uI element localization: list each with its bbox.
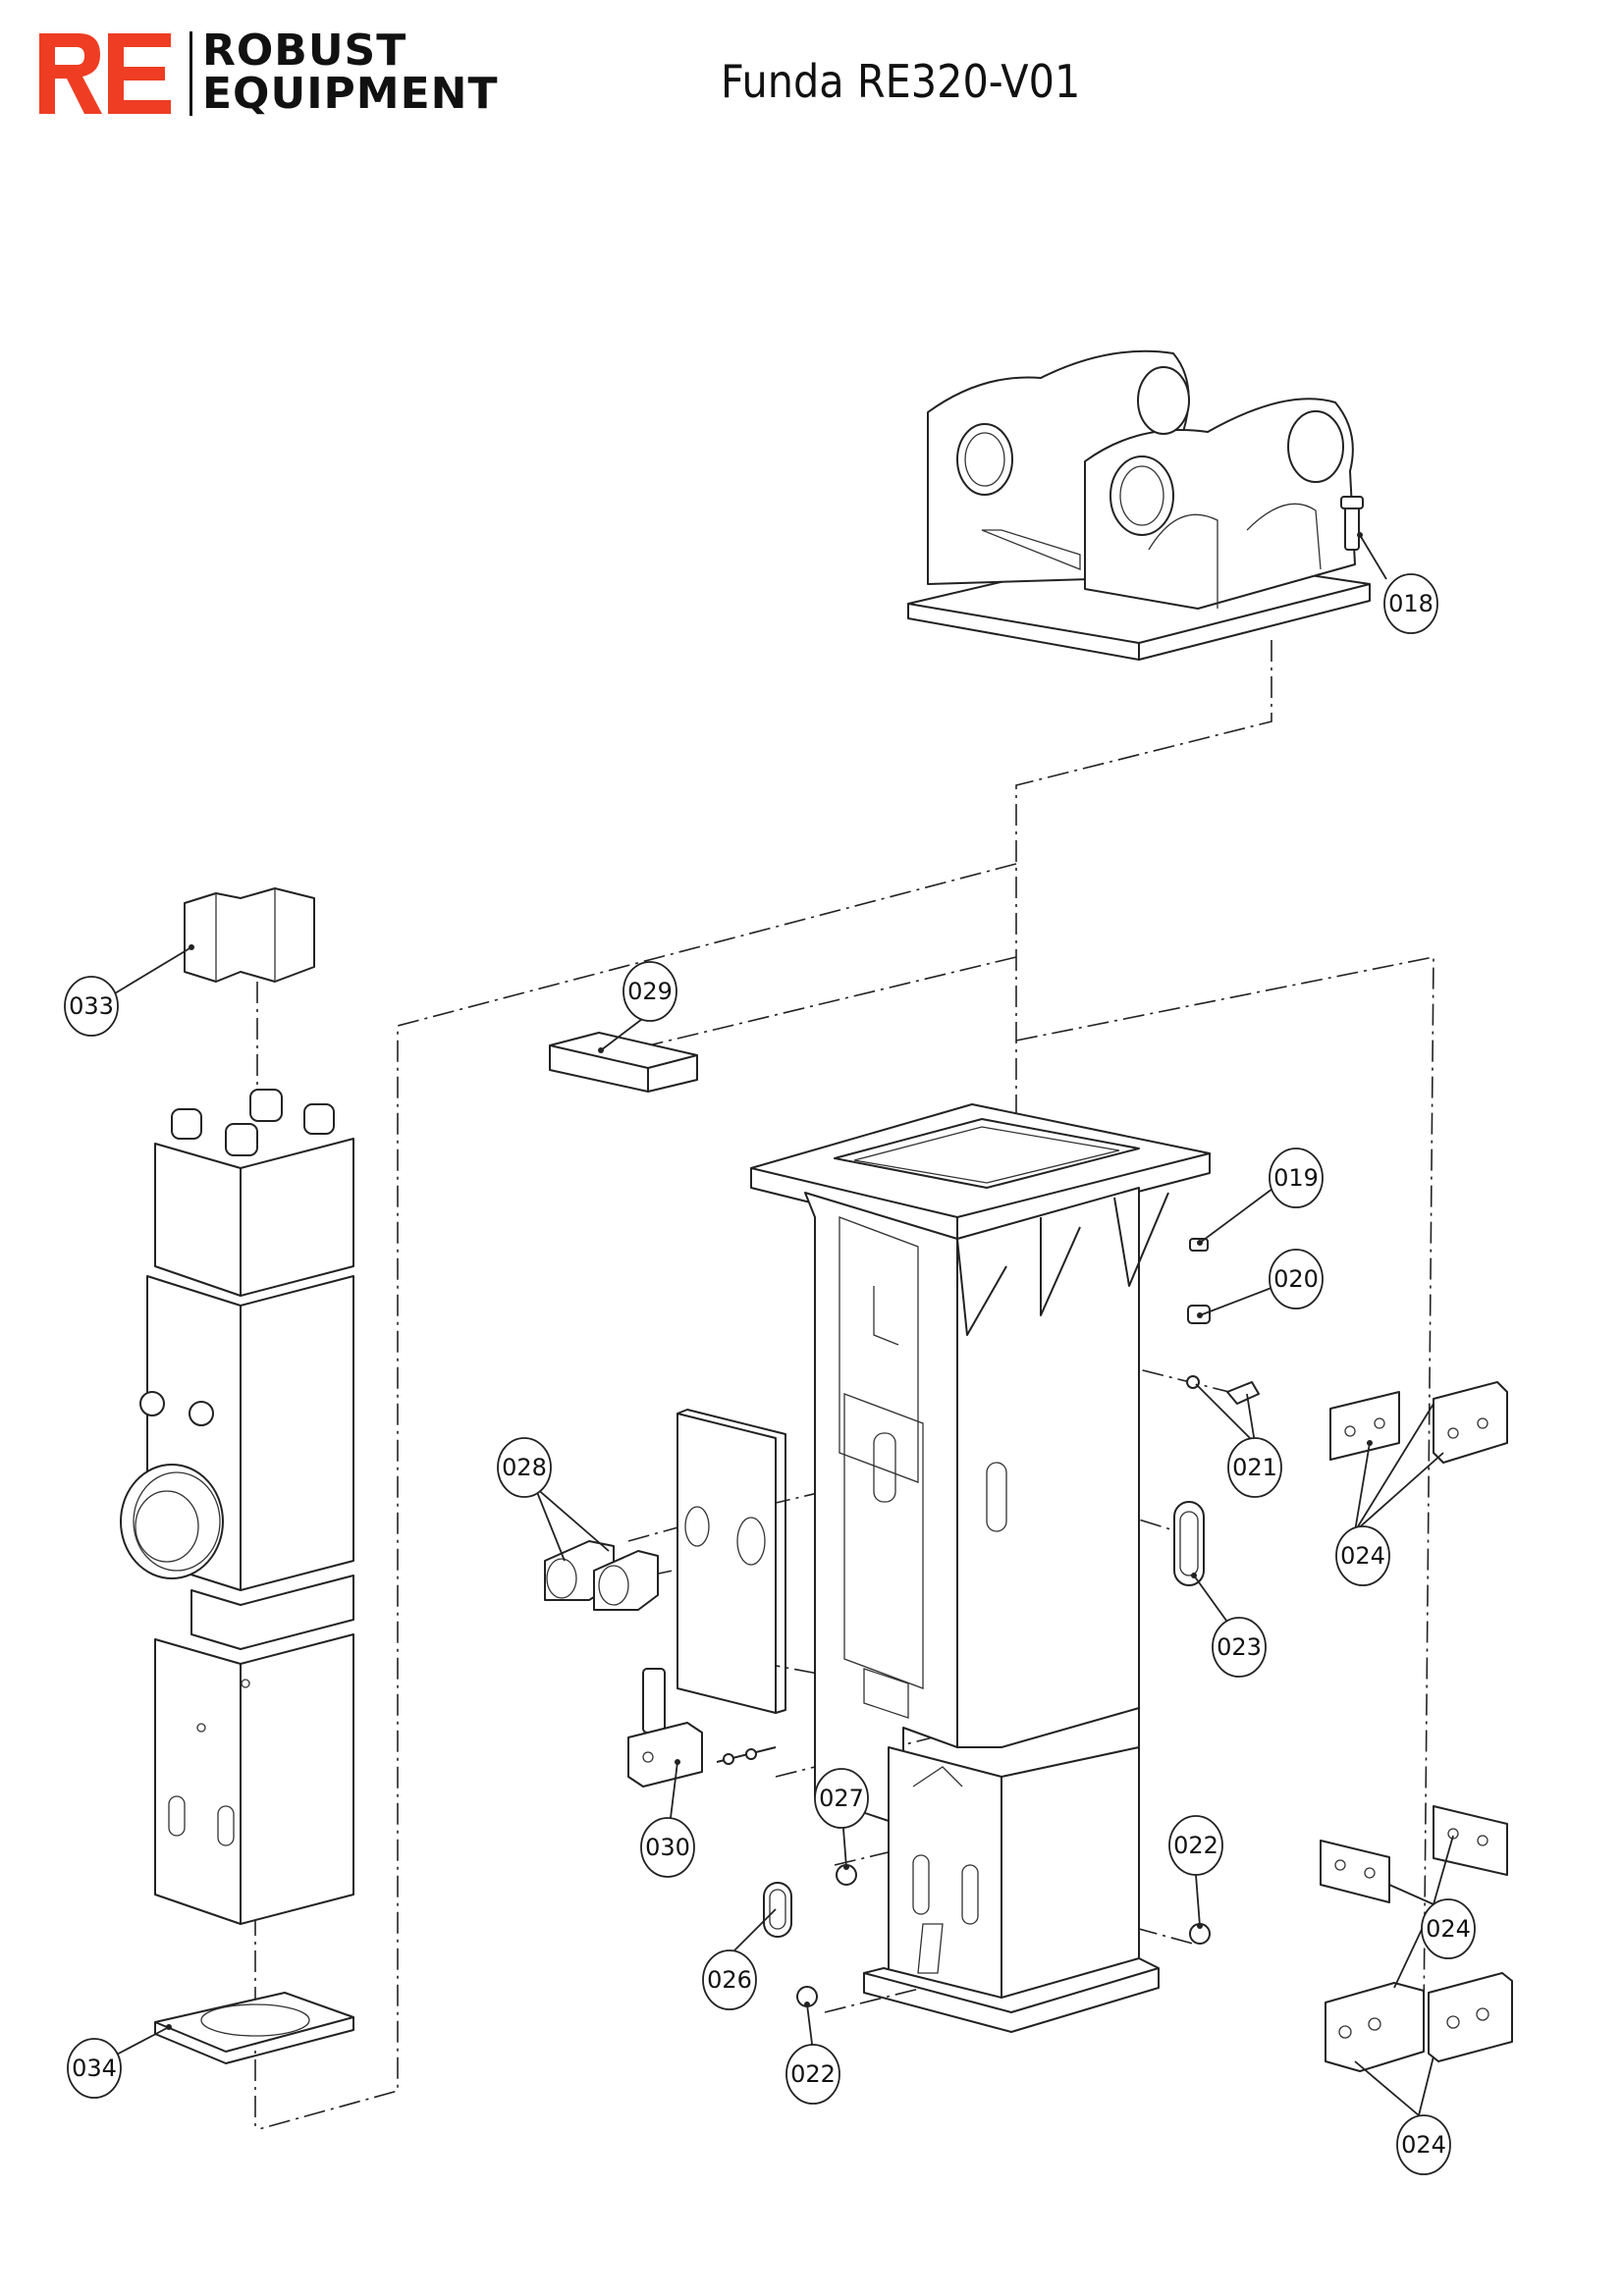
side-brackets-part-024 [1320, 1381, 1513, 2072]
oval-plug-part-026 [763, 1882, 792, 1938]
oval-plug-part-023 [1173, 1501, 1205, 1586]
callout-027: 027 [814, 1768, 869, 1829]
callout-028: 028 [497, 1437, 552, 1498]
callout-024-a: 024 [1335, 1525, 1390, 1586]
callout-018: 018 [1383, 573, 1438, 634]
logo-wordmark: ROBUST EQUIPMENT [202, 29, 499, 116]
leader-dots [166, 532, 1373, 2030]
callout-label: 027 [819, 1785, 864, 1812]
callout-024-b: 024 [1421, 1898, 1476, 1959]
callout-020: 020 [1269, 1249, 1324, 1309]
callout-label: 024 [1426, 1915, 1471, 1943]
logo-separator [189, 31, 192, 116]
callout-label: 034 [72, 2055, 117, 2082]
callout-022-b: 022 [785, 2044, 840, 2105]
callout-label: 024 [1401, 2131, 1446, 2159]
callout-024-c: 024 [1396, 2114, 1451, 2175]
callout-label: 018 [1388, 590, 1434, 617]
main-housing-part [750, 1103, 1211, 2033]
callout-label: 024 [1340, 1542, 1385, 1570]
callout-label: 023 [1217, 1633, 1262, 1661]
callout-label: 021 [1232, 1454, 1277, 1481]
callout-label: 019 [1273, 1164, 1319, 1192]
callout-022-a: 022 [1168, 1815, 1223, 1876]
valve-block-part-030 [627, 1668, 777, 1788]
breaker-unit-part [120, 887, 354, 2064]
callout-029: 029 [622, 961, 677, 1022]
callout-label: 029 [627, 978, 673, 1005]
bar-part-029 [549, 1032, 698, 1093]
logo-line-equipment: EQUIPMENT [202, 69, 499, 119]
callout-023: 023 [1212, 1617, 1267, 1678]
callout-026: 026 [702, 1949, 757, 2010]
cover-plate-part-028 [544, 1409, 786, 1714]
callout-label: 022 [1173, 1832, 1218, 1859]
bolts-part-019-021 [1186, 1238, 1260, 1405]
page-title: Funda RE320-V01 [721, 55, 1081, 108]
company-logo: ROBUST EQUIPMENT [37, 29, 509, 123]
callout-label: 028 [502, 1454, 547, 1481]
top-bracket-part [907, 349, 1371, 661]
callout-label: 020 [1273, 1265, 1319, 1293]
callout-030: 030 [640, 1817, 695, 1878]
callout-033: 033 [64, 976, 119, 1037]
callout-021: 021 [1227, 1437, 1282, 1498]
callout-019: 019 [1269, 1148, 1324, 1208]
callout-label: 030 [645, 1834, 690, 1861]
callout-034: 034 [67, 2038, 122, 2099]
callout-label: 026 [707, 1966, 752, 1994]
callout-label: 033 [69, 992, 114, 1020]
callout-label: 022 [790, 2060, 836, 2088]
re-logo-mark [39, 33, 171, 114]
logo-line-robust: ROBUST [202, 26, 407, 76]
leader-lines [112, 534, 1454, 2116]
